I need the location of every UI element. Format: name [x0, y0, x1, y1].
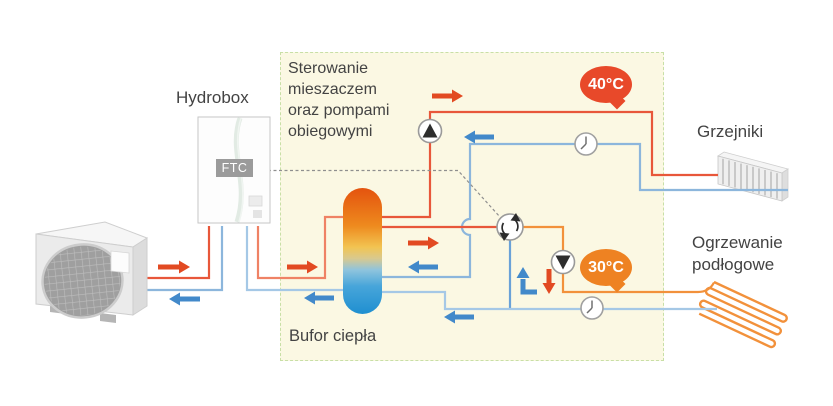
buffer-tank [343, 188, 382, 314]
flow-arrow-return-to-hydrobox [304, 291, 334, 305]
floor-heating-coil-icon [698, 280, 788, 349]
radiator [717, 151, 789, 202]
floor-temp-badge: 30°C [580, 249, 632, 286]
flow-arrow-radiator-return [464, 130, 494, 144]
fan-grille-icon [41, 243, 124, 319]
buffer-tank-label: Bufor ciepła [289, 327, 377, 345]
pipe-valve-to-floor-supply [523, 225, 715, 294]
control-zone-note: Sterowanie mieszaczem oraz pompami obieg… [288, 60, 390, 140]
pipe-heatpump-to-hydrobox-supply [144, 226, 211, 280]
timer-clock-icon-floor [580, 296, 604, 320]
flow-arrow-floor-supply-down [542, 269, 556, 294]
flow-arrow-return-heatpump [169, 292, 200, 306]
pipe-hydrobox-to-heatpump-return [144, 226, 224, 292]
radiator-fins [722, 158, 778, 199]
flow-arrow-buffer-out [408, 236, 439, 250]
flow-arrow-mix-up [516, 267, 537, 295]
heat-pump-unit [35, 221, 149, 323]
radiators-label: Grzejniki [697, 122, 764, 141]
mixing-valve-icon [496, 213, 524, 241]
pump-up-icon [417, 118, 443, 144]
pipe-buffer-to-hydrobox-return [245, 226, 344, 292]
pipe-hydrobox-to-buffer-supply [256, 215, 344, 280]
hydrobox-label: Hydrobox [176, 88, 249, 107]
flow-arrow-supply-heatpump [158, 260, 190, 274]
pipe-radiators-return [381, 142, 788, 279]
flow-arrow-radiator-supply [432, 89, 463, 103]
floor-heating-label: Ogrzewanie podłogowe [692, 233, 783, 274]
flow-arrow-floor-return [444, 310, 474, 324]
radiator-temp-badge: 40°C [580, 66, 632, 103]
pump-down-icon [550, 249, 576, 275]
flow-arrow-buffer-in [408, 260, 438, 274]
ftc-control-dashed-line [268, 169, 501, 218]
pipe-buffer-to-radiators-supply [381, 110, 718, 219]
ftc-badge: FTC [216, 159, 253, 177]
flow-arrow-supply-to-buffer [287, 260, 318, 274]
timer-clock-icon-radiators [574, 132, 598, 156]
pipe-floor-return [381, 290, 717, 311]
